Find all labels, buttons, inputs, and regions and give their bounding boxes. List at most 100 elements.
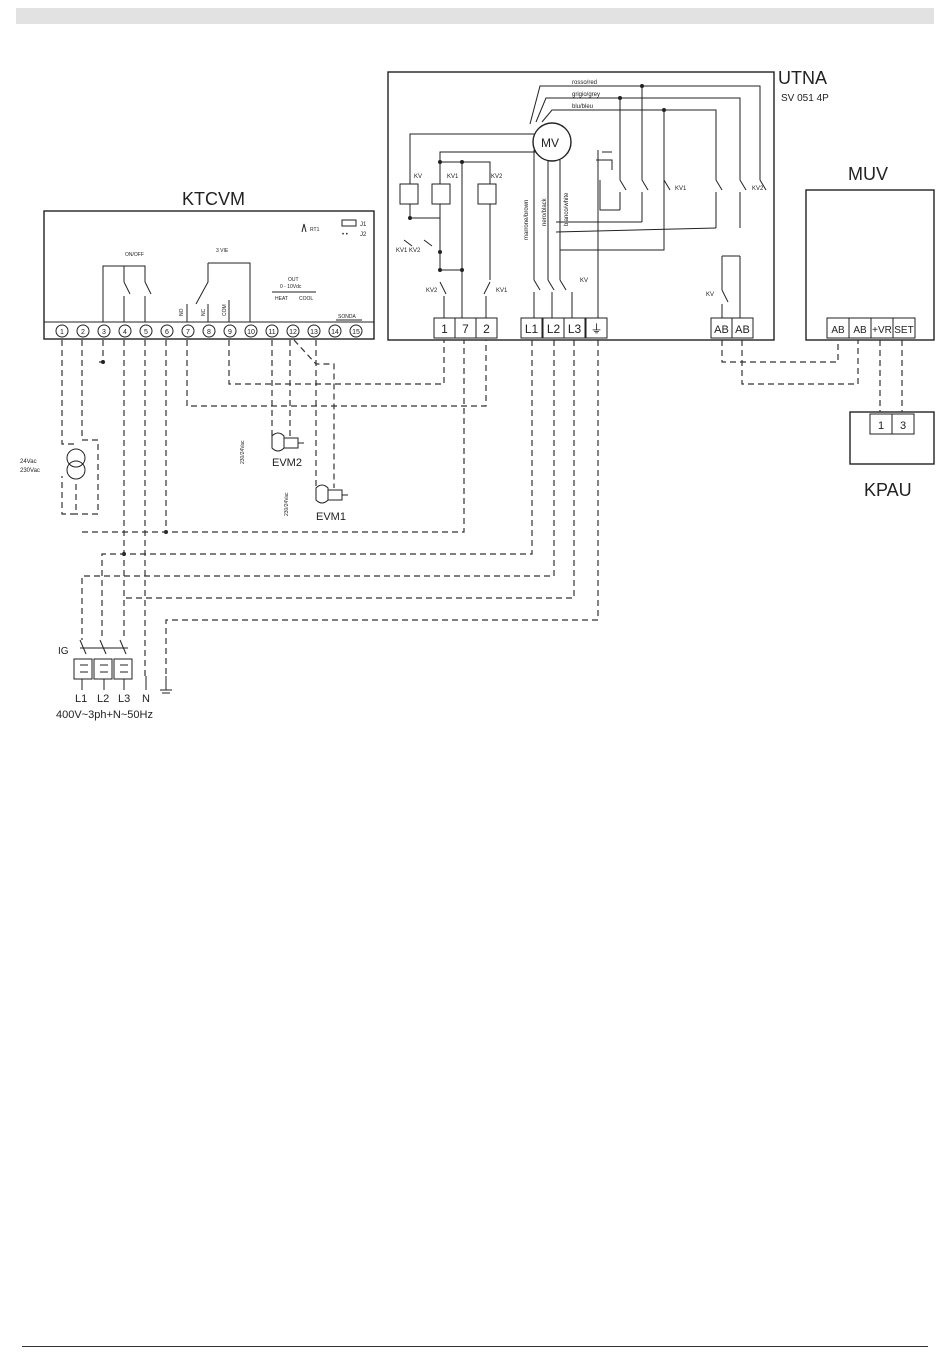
ktcvm-terminal-number: 1 xyxy=(60,329,64,336)
relay-kv-label: KV xyxy=(414,174,422,180)
utna-terminal-label: L2 xyxy=(547,322,561,336)
breaker-ig xyxy=(73,639,172,694)
ktcvm-terminal-number: 9 xyxy=(228,329,232,336)
ktcvm-terminal-number: 2 xyxy=(81,329,85,336)
utna-box xyxy=(387,71,775,341)
utna-terminal-label: 7 xyxy=(462,322,469,336)
ktcvm-terminal-number: 3 xyxy=(102,329,106,336)
wire-red: rosso/red xyxy=(572,80,597,86)
relay-coils xyxy=(399,183,497,205)
evm1-spec: 230/24Vac xyxy=(284,492,290,516)
evm1-label: EVM1 xyxy=(316,511,346,523)
utna-ab-label: AB xyxy=(714,324,729,336)
ktcvm-terminal xyxy=(328,324,342,338)
field-wiring xyxy=(61,339,903,676)
sonda-label: SONDA xyxy=(338,314,356,320)
breaker-label: IG xyxy=(58,646,69,657)
wire-grey: grigio/grey xyxy=(572,92,600,98)
ktcvm-terminal-number: 4 xyxy=(123,329,127,336)
supply-l1: L1 xyxy=(75,693,87,705)
supply-l2: L2 xyxy=(97,693,109,705)
utna-terminal xyxy=(475,317,498,339)
transformer-primary: 230Vac xyxy=(20,468,40,474)
page-footer-rule xyxy=(22,1346,928,1347)
muv-terminal xyxy=(892,317,916,339)
relay-kv1-label: KV1 xyxy=(447,174,459,180)
ktcvm-terminal-number: 14 xyxy=(331,329,339,336)
utna-terminal xyxy=(585,317,608,339)
ktcvm-terminal-number: 7 xyxy=(186,329,190,336)
supply-n: N xyxy=(142,693,150,705)
motor-mv xyxy=(532,122,572,162)
ktcvm-terminal xyxy=(76,324,90,338)
rt-label: RT1 xyxy=(310,227,320,233)
ktcvm-terminal-number: 6 xyxy=(165,329,169,336)
ktcvm-terminal-number: 11 xyxy=(268,329,275,336)
muv-title: MUV xyxy=(848,164,888,184)
kv-contacts xyxy=(533,279,573,318)
ktcvm-terminal xyxy=(223,324,237,338)
wire-brown: marrone/brown xyxy=(524,200,530,240)
t9-label: COM xyxy=(222,304,228,316)
supply-l3: L3 xyxy=(118,693,130,705)
kpau-terminal-label: 3 xyxy=(900,420,906,432)
kv1-contact-label: KV1 xyxy=(675,186,687,192)
three-vie-label: 3 VIE xyxy=(216,248,229,254)
kpau-terminal-label: 1 xyxy=(878,420,884,432)
muv-box xyxy=(805,189,935,341)
kpau-title: KPAU xyxy=(864,480,912,500)
utna-terminal-label: 1 xyxy=(441,322,448,336)
kv2-contact-label: KV2 xyxy=(752,186,764,192)
wire-blue: blu/bleu xyxy=(572,104,593,110)
wire-white: bianco/white xyxy=(564,192,570,226)
utna-subtitle: SV 051 4P xyxy=(781,93,829,104)
j1-label: J1 xyxy=(360,222,367,228)
utna-ab-label: AB xyxy=(735,324,750,336)
valve-evm2 xyxy=(271,432,304,452)
ktcvm-terminal xyxy=(97,324,111,338)
supply-rating: 400V~3ph+N~50Hz xyxy=(56,709,153,721)
t8-label: NC xyxy=(201,308,207,316)
svg-text:• •: • • xyxy=(342,232,348,238)
kv-contact-label: KV xyxy=(580,278,588,284)
ktcvm-terminal xyxy=(286,324,300,338)
utna-title: UTNA xyxy=(778,68,827,88)
ktcvm-terminal xyxy=(181,324,195,338)
heat-label: HEAT xyxy=(275,296,288,302)
kv2-contacts xyxy=(715,179,767,228)
ktcvm-terminal xyxy=(55,324,69,338)
utna-terminal-label: L1 xyxy=(525,322,539,336)
kv1-kv2-label: KV1 KV2 xyxy=(396,248,421,254)
ktcvm-terminal-number: 12 xyxy=(289,329,297,336)
page-header-bar xyxy=(16,8,934,24)
ktcvm-terminal xyxy=(349,324,363,338)
t7-label: NO xyxy=(179,308,185,316)
ktcvm-terminal xyxy=(265,324,279,338)
muv-terminal-label: AB xyxy=(853,325,867,336)
kv1-contacts xyxy=(619,179,671,222)
ktcvm-terminal-number: 15 xyxy=(352,329,360,336)
out-label: OUT xyxy=(288,277,299,283)
utna-ab-terminal xyxy=(731,317,754,339)
evm2-spec: 230/24Vac xyxy=(240,440,246,464)
kv1-bottom-label: KV1 xyxy=(496,288,508,294)
ktcvm-terminal xyxy=(160,324,174,338)
j2-label: J2 xyxy=(360,232,367,238)
kv-ab-label: KV xyxy=(706,292,714,298)
kpau-terminal xyxy=(891,413,915,435)
kv2-bottom-label: KV2 xyxy=(426,288,438,294)
ktcvm-title: KTCVM xyxy=(182,189,245,209)
ktcvm-terminal-number: 13 xyxy=(310,329,318,336)
utna-ab-terminals: AB AB xyxy=(710,317,754,339)
ktcvm-terminal-number: 8 xyxy=(207,329,211,336)
utna-terminal xyxy=(563,317,586,339)
cool-label: COOL xyxy=(299,296,313,302)
ktcvm-terminal-number: 5 xyxy=(144,329,148,336)
muv-terminal-label: AB xyxy=(831,325,845,336)
muv-terminal-label: SET xyxy=(894,325,913,336)
